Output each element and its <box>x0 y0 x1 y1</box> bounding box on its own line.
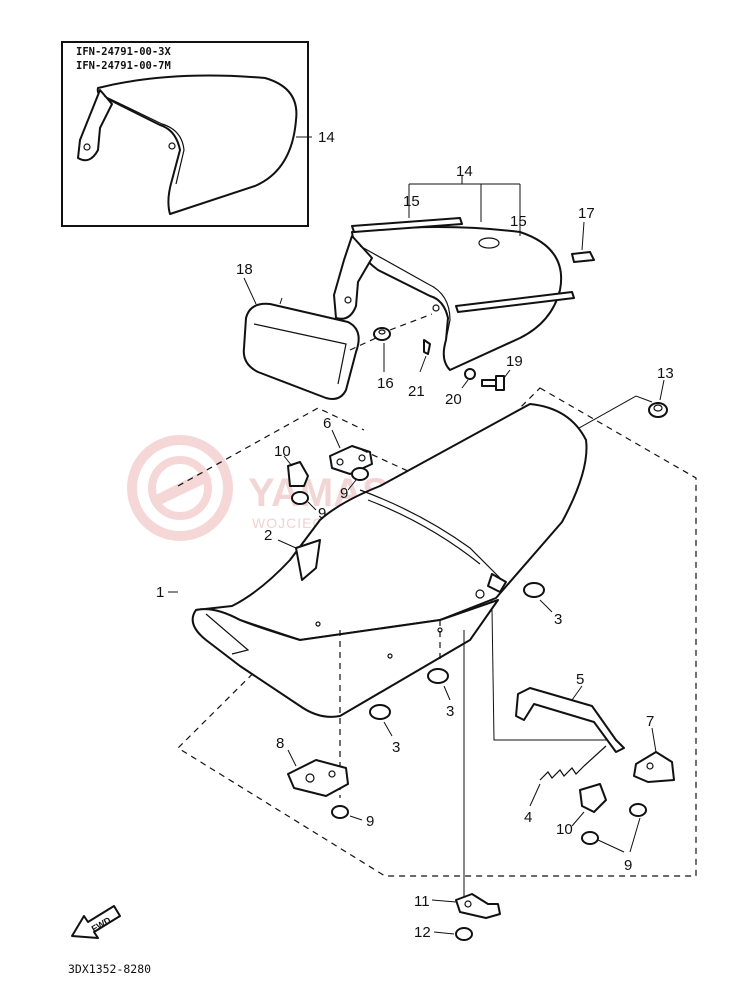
seat-cowl <box>333 226 563 371</box>
lock-11 <box>455 893 501 919</box>
callout-6: 6 <box>323 415 331 432</box>
callout-12: 12 <box>414 924 431 941</box>
callout-5: 5 <box>576 671 584 688</box>
seat-cowl-emblem-strip-rear <box>455 291 575 313</box>
bolt-13 <box>648 402 668 418</box>
callout-15-right: 15 <box>510 213 527 230</box>
tail-light <box>242 297 360 400</box>
callout-10-lower: 10 <box>556 821 573 838</box>
seat-cowl-emblem-strip-front <box>351 217 463 233</box>
callout-9-lower-left: 9 <box>366 813 374 830</box>
callout-3-right: 3 <box>554 611 562 628</box>
callout-3-left: 3 <box>392 739 400 756</box>
callout-18: 18 <box>236 261 253 278</box>
callout-2: 2 <box>264 527 272 544</box>
grommet-16 <box>373 327 391 341</box>
callout-16: 16 <box>377 375 394 392</box>
callout-15-left: 15 <box>403 193 420 210</box>
callout-20: 20 <box>445 391 462 408</box>
emblem-17 <box>571 251 595 263</box>
reference-code: 3DX1352-8280 <box>68 962 151 976</box>
bracket-8 <box>287 759 349 797</box>
callout-4: 4 <box>524 809 532 826</box>
label-2 <box>295 539 321 581</box>
inset-box: IFN-24791-00-3X IFN-24791-00-7M 14 <box>61 41 335 227</box>
callout-8: 8 <box>276 735 284 752</box>
nut-9-upper-b <box>351 467 369 481</box>
inset-code-2: IFN-24791-00-7M <box>76 60 171 72</box>
rod-5 <box>515 687 625 753</box>
callout-19: 19 <box>506 353 523 370</box>
callout-3-center: 3 <box>446 703 454 720</box>
callout-17: 17 <box>578 205 595 222</box>
nut-9-lower-right-a <box>629 803 647 817</box>
damper-3-left <box>369 704 391 720</box>
nut-9-upper-a <box>291 491 309 505</box>
nut-9-lower-right-b <box>581 831 599 845</box>
nut-9-lower-left <box>331 805 349 819</box>
damper-3-right <box>523 582 545 598</box>
callout-9-upper-b: 9 <box>340 485 348 502</box>
bracket-7 <box>633 751 675 783</box>
callout-1: 1 <box>156 584 164 601</box>
bracket-6 <box>329 445 373 475</box>
clip-21 <box>423 339 431 355</box>
watermark-logo <box>127 435 233 541</box>
bracket-10-upper <box>287 461 309 487</box>
fwd-arrow: FWD <box>71 905 121 939</box>
callout-11: 11 <box>414 893 430 910</box>
washer-20 <box>464 368 476 380</box>
callout-14: 14 <box>456 163 473 180</box>
damper-3-center <box>427 668 449 684</box>
screw-19 <box>481 375 505 391</box>
callout-13: 13 <box>657 365 674 382</box>
inset-code-1: IFN-24791-00-3X <box>76 46 172 58</box>
callout-9-lower-right: 9 <box>624 857 632 874</box>
bracket-10-lower <box>579 783 607 813</box>
callout-7: 7 <box>646 713 654 730</box>
nut-12 <box>455 927 473 941</box>
callout-10-upper: 10 <box>274 443 291 460</box>
inset-callout-14: 14 <box>318 129 335 146</box>
inset-seat-cowl <box>77 74 298 215</box>
seat <box>191 403 588 718</box>
spring-4 <box>539 745 607 781</box>
callout-9-upper-a: 9 <box>318 505 326 522</box>
callout-21: 21 <box>408 383 425 400</box>
